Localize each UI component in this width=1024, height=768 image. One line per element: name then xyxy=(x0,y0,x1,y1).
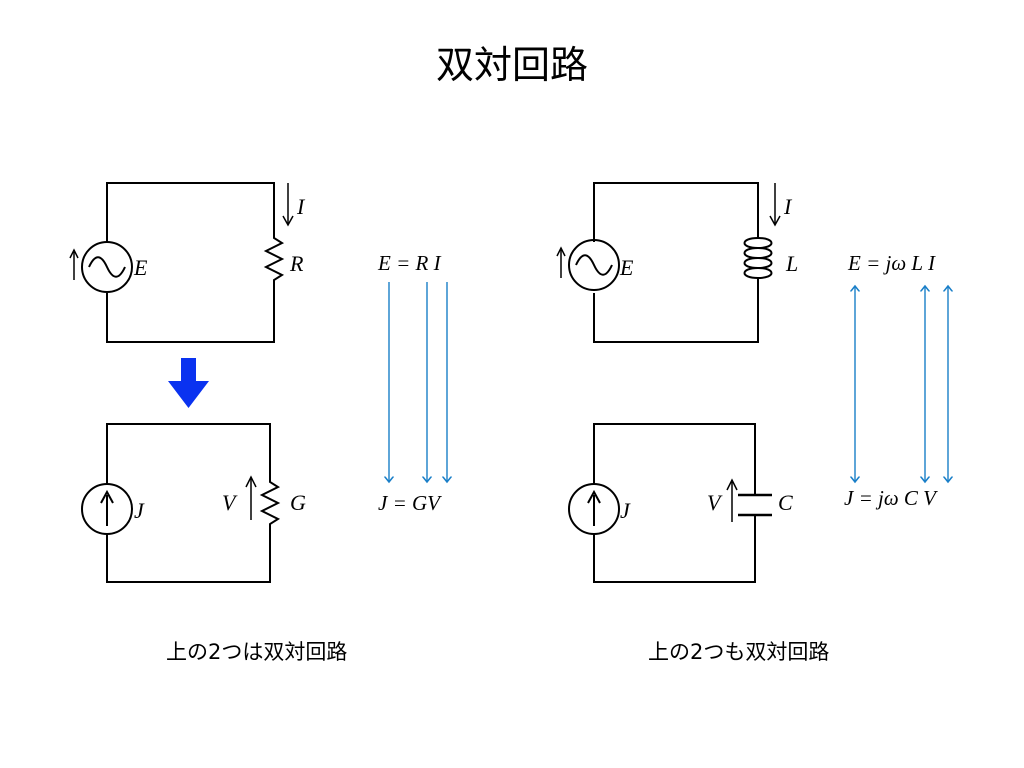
label-inductor-l: L xyxy=(785,251,798,276)
resistor-icon xyxy=(263,234,285,284)
label-source-e: E xyxy=(133,255,148,280)
label-capacitor-c: C xyxy=(778,490,793,515)
label-resistor-r: R xyxy=(289,251,304,276)
capacitor-icon xyxy=(738,493,772,517)
label-source-j: J xyxy=(134,498,145,523)
caption-right: 上の2つも双対回路 xyxy=(648,640,830,664)
relation-arrows-left xyxy=(389,282,447,482)
caption-left: 上の2つは双対回路 xyxy=(166,640,348,664)
circuit-right-top xyxy=(556,182,781,343)
current-source-icon xyxy=(81,483,133,535)
down-arrow-icon xyxy=(168,358,209,408)
page-title: 双対回路 xyxy=(435,43,588,87)
voltage-arrow-icon xyxy=(245,475,257,520)
source-arrow-icon xyxy=(69,248,79,280)
label-voltage-v: V xyxy=(222,490,238,515)
circuit-left-top xyxy=(69,182,294,343)
label-source-j: J xyxy=(620,498,631,523)
circuit-left-bottom xyxy=(81,423,281,583)
conductance-icon xyxy=(259,478,281,530)
label-source-e: E xyxy=(619,255,634,280)
label-voltage-v: V xyxy=(707,490,723,515)
current-source-icon xyxy=(568,483,620,535)
equation-right-top: E = jω L I xyxy=(847,251,936,275)
ac-voltage-source-icon xyxy=(81,241,133,293)
label-conductance-g: G xyxy=(290,490,306,515)
ac-voltage-source-icon xyxy=(568,239,620,291)
inductor-icon xyxy=(743,237,773,286)
equation-left-bottom: J = GV xyxy=(378,491,442,515)
circuit-right-bottom xyxy=(568,423,772,583)
current-arrow-icon xyxy=(769,183,781,227)
equation-right-bottom: J = jω C V xyxy=(844,486,938,510)
label-current-i: I xyxy=(783,194,793,219)
source-arrow-icon xyxy=(556,246,566,278)
voltage-arrow-icon xyxy=(726,478,738,522)
relation-arrows-right xyxy=(855,286,948,482)
equation-left-top: E = R I xyxy=(377,251,442,275)
current-arrow-icon xyxy=(282,183,294,227)
label-current-i: I xyxy=(296,194,306,219)
